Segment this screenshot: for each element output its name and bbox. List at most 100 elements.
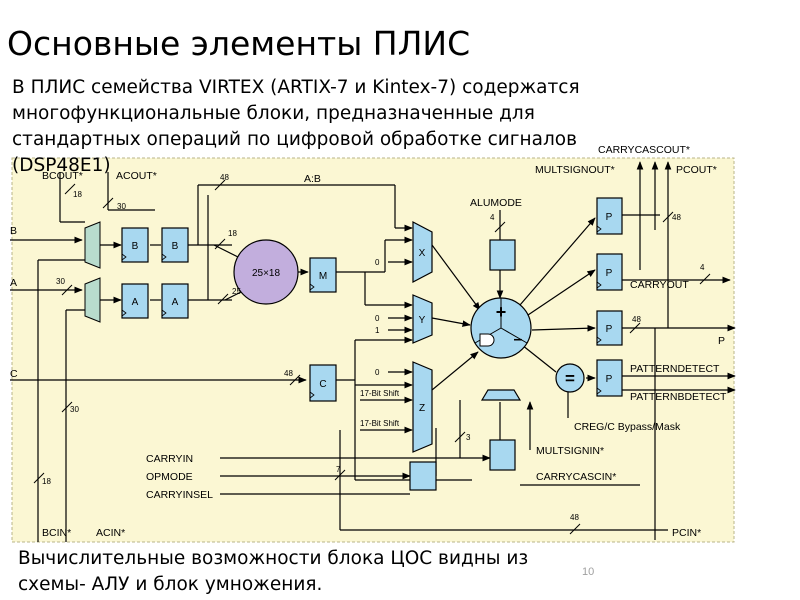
label-b-in: B [10,225,17,237]
label-patternbdetect: PATTERNBDETECT [630,391,727,403]
register-p4 [596,359,623,397]
label-bcout: BCOUT* [42,170,83,182]
wire-alu-p3 [531,324,596,332]
register-opmode [409,461,437,491]
register-a2 [161,283,189,319]
carry-mux [480,389,522,401]
label-carrycascin: CARRYCASCIN* [536,471,616,483]
label-bcin: BCIN* [42,527,71,539]
bus-48-pcin: 48 [570,513,579,522]
mux-y-label: Y [419,315,426,326]
intro-line: В ПЛИС семейства VIRTEX (ARTIX-7 и Kinte… [12,77,580,98]
bus-4-carry: 4 [700,263,705,272]
register-p1-label: P [606,212,613,223]
wire-y-alu [431,317,471,327]
label-acin: ACIN* [96,527,125,539]
pattern-equal: = [565,369,575,388]
register-a1-label: A [132,297,139,308]
label-carryout: CARRYOUT [630,279,689,291]
bus-48-pcout: 48 [672,213,681,222]
wire-b-mult [213,244,241,259]
pattern-detect [555,363,585,393]
alu-minus: – [514,331,523,348]
footer-text: Вычислительные возможности блока ЦОС вид… [18,546,528,598]
bus-30-a: 30 [56,277,65,286]
page-number: 10 [582,566,595,578]
register-p2 [596,253,623,291]
bus-3: 3 [466,433,471,442]
label-a-in: A [10,277,17,289]
bus-7: 7 [336,465,341,474]
bus-30-top: 30 [117,202,126,211]
bus-18-left: 18 [42,477,51,486]
register-p3 [596,310,623,346]
register-b1 [121,227,149,263]
label-alumode: ALUMODE [470,197,522,209]
register-b2-label: B [172,241,179,252]
mux-z [412,361,433,453]
intro-line: стандартных операций по цифровой обработ… [12,129,578,150]
intro-line: (DSP48E1) [12,155,111,176]
const-y0: 0 [375,314,380,323]
register-p1 [596,197,623,235]
mux-y [412,294,433,344]
bus-48-ab: 48 [220,173,229,182]
label-pcin: PCIN* [672,527,701,539]
label-shift17-b: 17-Bit Shift [360,419,400,428]
label-patterndetect: PATTERNDETECT [630,363,720,375]
intro-line: многофункциональные блоки, предназначенн… [12,103,535,124]
register-a1 [121,283,149,319]
alu-plus: + [496,302,507,322]
bus-30-left: 30 [70,405,79,414]
label-carrycascout: CARRYCASCOUT* [598,144,690,156]
register-p4-label: P [606,374,613,385]
label-acout: ACOUT* [116,170,157,182]
bus-48-p: 48 [632,315,641,324]
register-m-label: M [319,271,327,282]
bus-48-c: 48 [284,369,293,378]
label-creg-mask: CREG/C Bypass/Mask [574,421,681,433]
bus-18-mid: 18 [228,229,237,238]
wire-alu-eq [521,344,557,373]
preadder-b [84,221,101,269]
intro-text: В ПЛИС семейства VIRTEX (ARTIX-7 и Kinte… [12,75,702,179]
const-z0: 0 [375,368,380,377]
slide-title: Основные элементы ПЛИС [7,24,471,63]
label-multsignin: MULTSIGNIN* [536,445,604,457]
register-p2-label: P [606,268,613,279]
label-shift17-a: 17-Bit Shift [360,389,400,398]
alu-logic-icon [479,333,495,347]
label-pcout: PCOUT* [676,164,717,176]
wire-alu-p2 [527,269,596,316]
wire-x-alu [431,244,481,311]
multiplier [233,239,299,305]
bus-4-alu: 4 [490,213,495,222]
label-carryin: CARRYIN [146,453,193,465]
register-b1-label: B [132,241,139,252]
register-m [309,257,337,293]
footer-line: Вычислительные возможности блока ЦОС вид… [18,548,529,569]
wire-z-alu [431,351,479,391]
label-carryinsel: CARRYINSEL [146,489,213,501]
bus-18-top: 18 [73,190,82,199]
register-a2-label: A [172,297,179,308]
register-p3-label: P [606,324,613,335]
label-ab: A:B [304,173,321,185]
label-p-out: P [718,335,725,347]
preadder-a [84,277,101,323]
bus-25: 25 [232,287,241,296]
mux-x [412,221,433,283]
label-opmode: OPMODE [146,471,193,483]
wire-alu-p1 [519,217,596,306]
multiplier-label: 25×18 [252,268,281,279]
register-b2 [161,227,189,263]
register-carry [489,439,516,471]
label-c-in: C [10,368,18,380]
mux-x-label: X [419,248,426,259]
register-c-label: C [319,379,326,390]
footer-line: схемы- АЛУ и блок умножения. [18,574,323,595]
const-y1: 1 [375,326,380,335]
register-alumode [489,239,516,271]
label-multsignout: MULTSIGNOUT* [535,164,615,176]
